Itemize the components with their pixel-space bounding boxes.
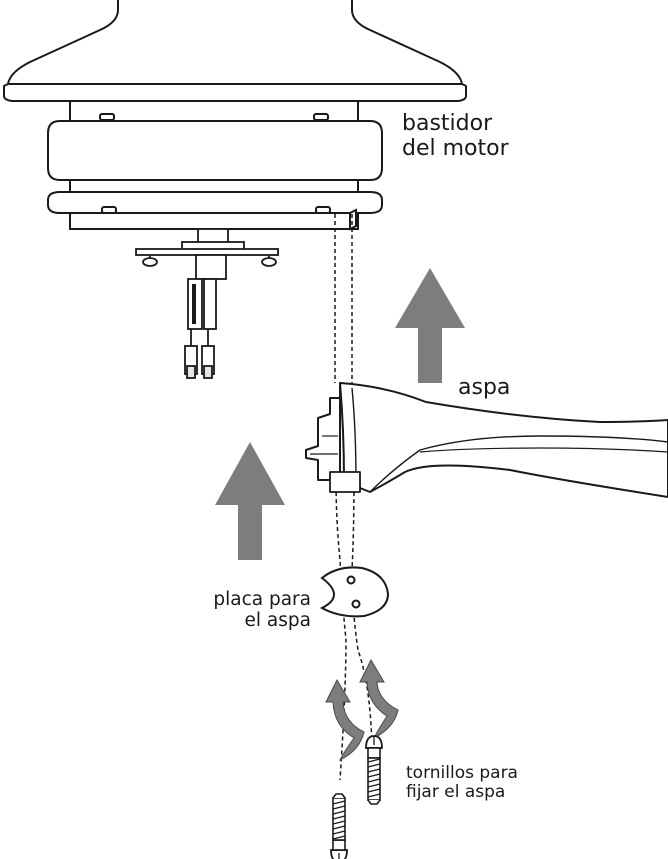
blade-label: aspa: [458, 375, 511, 400]
motor-housing-label-line2: del motor: [402, 135, 509, 161]
screws-label-line2: fijar el aspa: [406, 782, 506, 803]
motor-canopy: [3, 0, 467, 102]
mounting-plate-and-wires: [135, 228, 279, 379]
blade-plate-label-line1: placa para: [213, 589, 311, 610]
arrow-up-icon: [395, 268, 465, 383]
screws-label: tornillos para fijar el aspa: [406, 763, 518, 803]
screws-label-line1: tornillos para: [406, 763, 518, 783]
rotate-icon: [325, 678, 365, 762]
screw-left: [330, 793, 348, 859]
arrow-up-icon: [215, 442, 285, 560]
screw-rotation-arrows: [325, 658, 399, 762]
upward-arrows: [215, 268, 465, 560]
blade-plate-label: placa para el aspa: [213, 589, 311, 631]
rotate-icon: [359, 658, 399, 740]
screw-right: [365, 735, 383, 805]
motor-housing-label: bastidor del motor: [402, 111, 509, 161]
fan-blade: [305, 382, 668, 498]
motor-housing-label-line1: bastidor: [402, 111, 493, 136]
blade-plate-label-line2: el aspa: [244, 609, 311, 631]
motor-housing: [47, 100, 383, 231]
blade-plate: [319, 566, 390, 618]
